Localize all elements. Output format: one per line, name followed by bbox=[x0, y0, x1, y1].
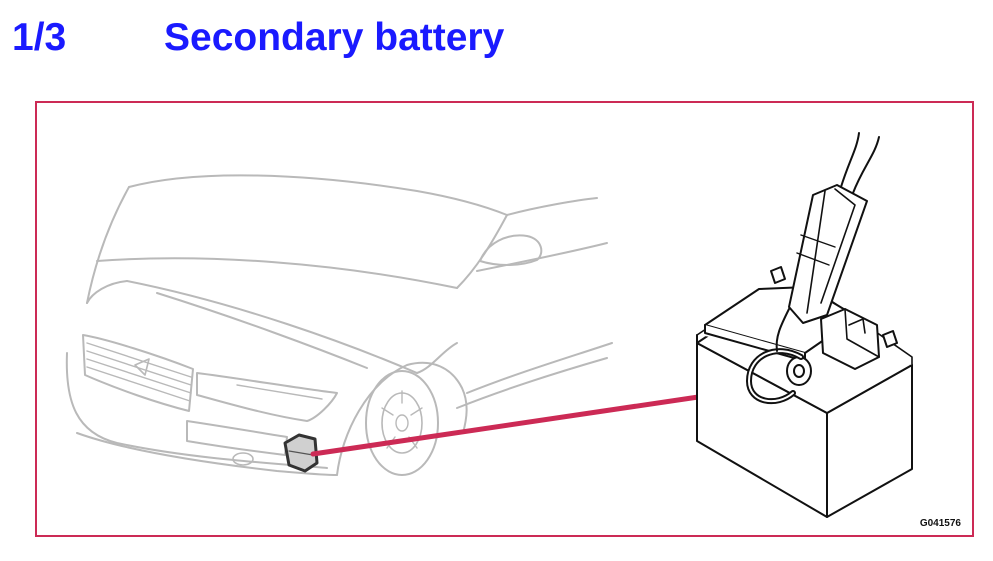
car-side-lower bbox=[456, 357, 608, 409]
callout-line bbox=[310, 393, 708, 457]
car-windshield-base bbox=[96, 257, 458, 289]
car-a-pillar bbox=[456, 214, 508, 289]
car-hood-crease bbox=[156, 292, 368, 369]
car-bumper-lower bbox=[76, 432, 338, 476]
car-side-top bbox=[506, 197, 598, 216]
illustration-canvas: G041576 bbox=[65, 132, 962, 529]
figure-frame: G041576 bbox=[35, 101, 974, 537]
car-side-sill bbox=[466, 342, 613, 394]
car-grille bbox=[82, 334, 194, 412]
car-front-illustration bbox=[65, 174, 613, 476]
page-title: Secondary battery bbox=[164, 16, 505, 59]
car-badge bbox=[134, 358, 150, 376]
car-headlight bbox=[196, 372, 338, 422]
car-windshield bbox=[86, 186, 130, 304]
car-mirror bbox=[479, 234, 543, 266]
car-fog-light bbox=[232, 452, 254, 466]
page-heading: 1/3 Secondary battery bbox=[0, 14, 993, 68]
secondary-battery-illustration bbox=[696, 132, 913, 518]
car-lower-intake bbox=[186, 420, 288, 456]
battery-terminal-negative bbox=[882, 330, 898, 348]
car-bumper-top bbox=[65, 352, 328, 469]
battery-terminal-positive bbox=[770, 266, 786, 284]
car-side-beltline bbox=[476, 242, 608, 272]
figure-code: G041576 bbox=[920, 518, 962, 529]
step-number: 1/3 bbox=[12, 16, 67, 59]
car-hood-left bbox=[86, 280, 128, 304]
car-roof-line bbox=[128, 174, 508, 216]
battery-cable-lower bbox=[775, 308, 790, 352]
battery-cable-upper bbox=[840, 132, 880, 194]
car-hood-line bbox=[126, 280, 418, 374]
car-wheel bbox=[365, 370, 439, 476]
car-wheel-arch bbox=[336, 361, 468, 476]
car-fender-top bbox=[416, 342, 458, 374]
